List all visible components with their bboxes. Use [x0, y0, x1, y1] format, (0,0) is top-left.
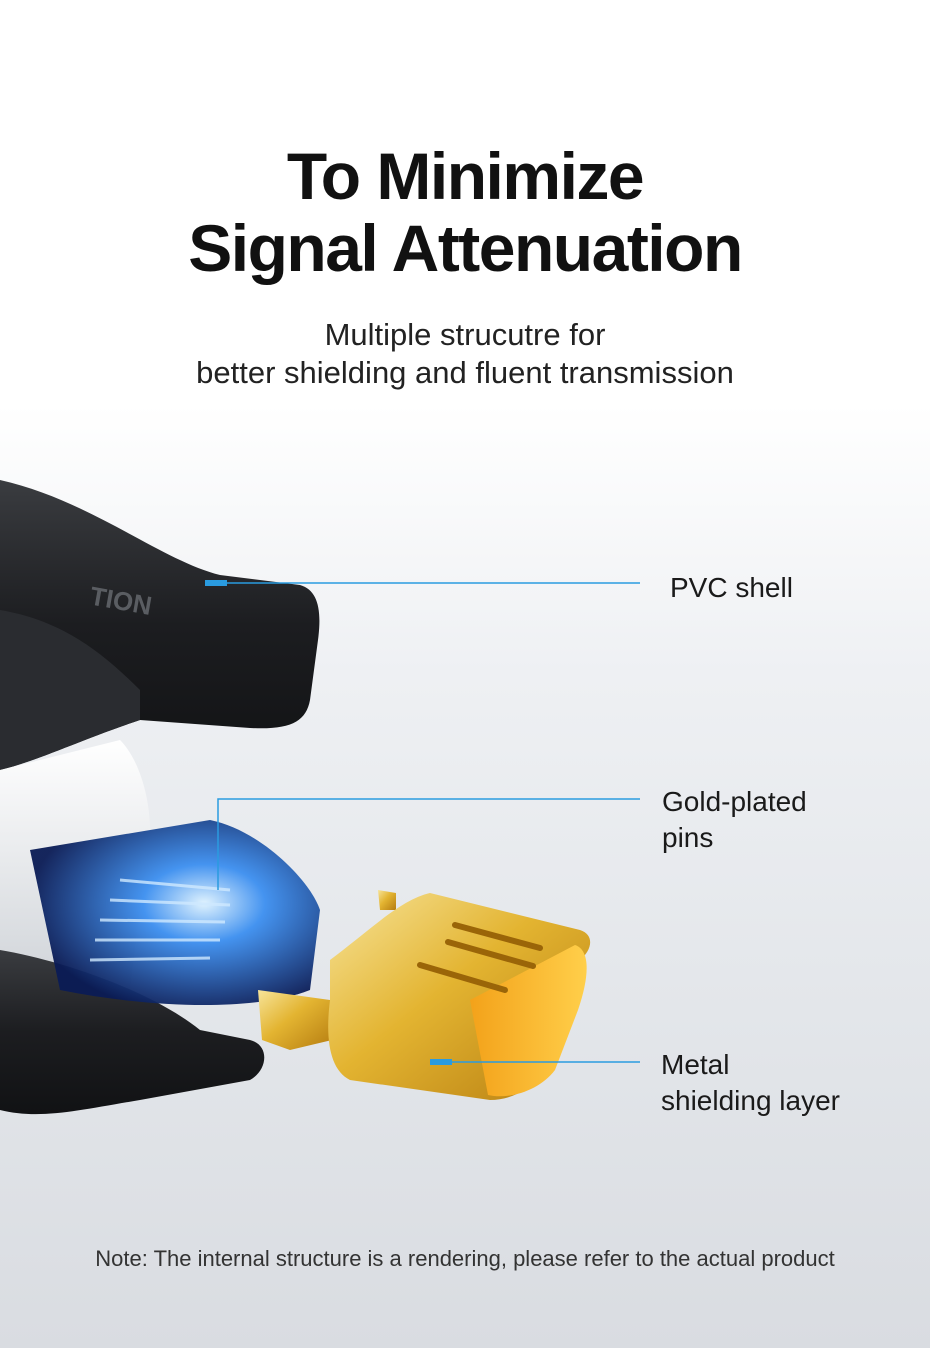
gold-pins-text-2: pins	[662, 822, 714, 853]
pin-lines	[89, 878, 231, 962]
title-line-1: To Minimize	[286, 139, 645, 213]
metal-shield-text-1: Metal	[661, 1049, 730, 1080]
page-title: To Minimize Signal Attenuation	[0, 140, 930, 284]
subtitle-line-1: Multiple strucutre for	[324, 317, 606, 352]
gold-pins-text-1: Gold-plated	[662, 786, 807, 817]
metal-shield-opening	[470, 945, 587, 1097]
label-pvc-shell: PVC shell	[670, 570, 793, 606]
metal-shield-text-2: shielding layer	[661, 1085, 840, 1116]
footnote: Note: The internal structure is a render…	[95, 1246, 835, 1271]
callout-markers	[205, 580, 452, 1065]
shield-slots	[417, 922, 543, 993]
pvc-shell-text: PVC shell	[670, 572, 793, 603]
callout-lines	[205, 582, 640, 1063]
gold-tab-left	[258, 990, 332, 1050]
page-subtitle: Multiple strucutre for better shielding …	[0, 316, 930, 392]
internal-pins-glow	[30, 820, 320, 1005]
gold-tab-top	[378, 890, 396, 910]
title-line-2: Signal Attenuation	[188, 211, 743, 285]
label-gold-pins: Gold-plated pins	[662, 784, 807, 856]
label-metal-shield: Metal shielding layer	[661, 1047, 840, 1119]
subtitle-line-2: better shielding and fluent transmission	[196, 355, 734, 390]
